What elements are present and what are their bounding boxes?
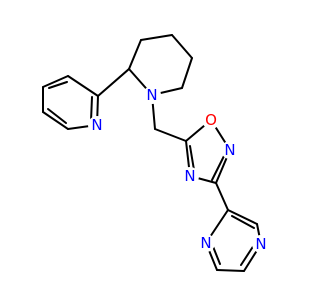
atom-symbol: O: [205, 111, 217, 129]
bond: [67, 75, 99, 97]
bond: [181, 57, 193, 89]
atom-n-oxadiazole-4: N: [181, 167, 199, 185]
bond: [216, 269, 245, 272]
bond: [215, 182, 229, 211]
bond: [189, 145, 195, 171]
bond-layer: [42, 34, 262, 272]
atom-symbol: N: [255, 235, 266, 253]
atom-n-piperidine: N: [143, 86, 161, 104]
atom-symbol: N: [184, 167, 195, 185]
atom-n-pyrazine-4: N: [252, 235, 270, 253]
molecule-diagram: N N O N N N N: [42, 34, 270, 272]
atom-labels: N N O N N N N: [88, 86, 270, 253]
bond: [90, 96, 93, 122]
bond: [42, 111, 69, 130]
bond: [42, 75, 69, 88]
atom-symbol: N: [200, 234, 211, 252]
bond: [140, 34, 173, 41]
atom-n-pyrazine-1: N: [197, 234, 215, 252]
bond: [97, 68, 130, 97]
atom-symbol: N: [91, 116, 102, 134]
bond: [128, 39, 142, 70]
atom-o-oxadiazole: O: [202, 111, 220, 129]
bond: [227, 209, 258, 225]
atom-symbol: N: [146, 86, 157, 104]
bond: [154, 128, 187, 142]
bond: [240, 244, 255, 266]
atom-n-pyridine: N: [88, 116, 106, 134]
bond: [231, 215, 255, 229]
atom-n-oxadiazole-2: N: [221, 141, 239, 159]
bond: [48, 81, 68, 89]
bond: [47, 108, 67, 124]
bond: [211, 153, 226, 181]
bond: [171, 34, 193, 59]
atom-symbol: N: [224, 141, 235, 159]
